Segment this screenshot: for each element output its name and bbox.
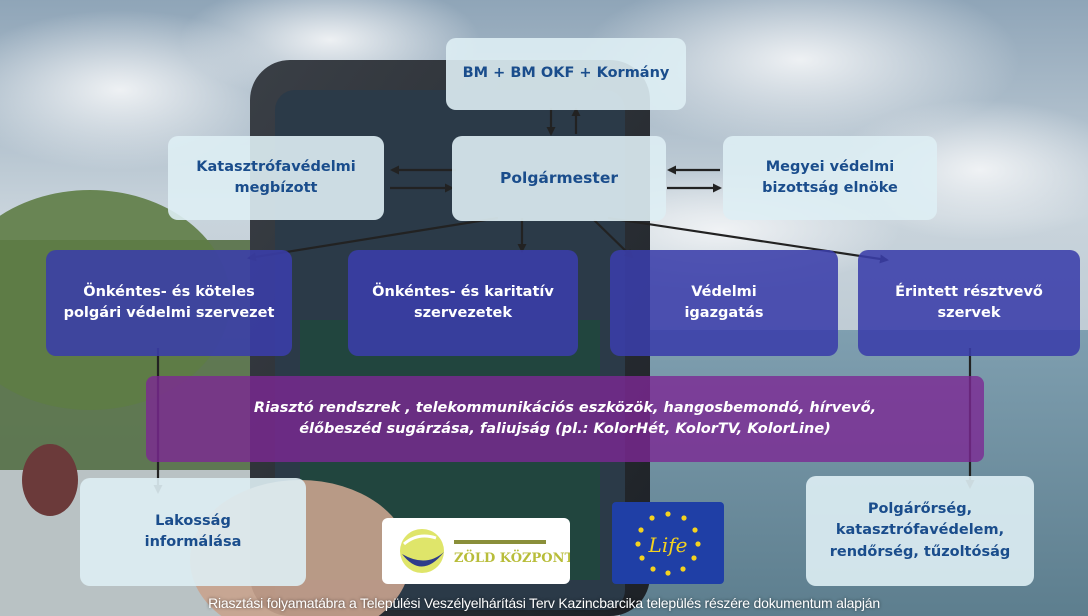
center-box-label: Polgármester xyxy=(500,169,618,188)
top-box-label: BM + BM OKF + Kormány xyxy=(462,65,670,82)
bottom-left-label: Lakosság informálása xyxy=(144,512,242,550)
bottom-box-population-info: Lakosság informálása xyxy=(80,478,306,586)
bottom-right-label: Polgárőrség, katasztrófavédelem, rendőrs… xyxy=(829,501,1011,560)
zold-kozpont-wordmark: ZÖLD KÖZPONT xyxy=(454,549,570,566)
alert-systems-label: Riasztó rendszrek , telekommunikációs es… xyxy=(253,399,877,437)
right-box-label: Megyei védelmi bizottság elnöke xyxy=(762,158,898,196)
arrow-mayor-to-box4 xyxy=(607,216,889,264)
row-box-participating-bodies: Érintett résztvevő szervek xyxy=(858,250,1080,356)
figure-caption: Riasztási folyamatábra a Települési Vesz… xyxy=(208,595,880,611)
center-box-mayor: Polgármester xyxy=(452,136,666,221)
row-box-charity-organizations: Önkéntes- és karitatív szervezetek xyxy=(348,250,578,356)
left-box-label: Katasztrófavédelmi megbízott xyxy=(196,158,356,196)
right-box-county-committee: Megyei védelmi bizottság elnöke xyxy=(723,136,937,220)
zold-kozpont-logo-graphic: ZÖLD KÖZPONT xyxy=(400,529,575,573)
left-box-disaster-commissioner: Katasztrófavédelmi megbízott xyxy=(168,136,384,220)
row-box-label: Önkéntes- és köteles polgári védelmi sze… xyxy=(63,283,275,321)
top-box-ministry: BM + BM OKF + Kormány xyxy=(446,38,686,110)
row-box-label: Érintett résztvevő szervek xyxy=(895,283,1043,321)
arrow-mayor-to-box1 xyxy=(247,216,499,262)
eu-life-logo: Life xyxy=(612,502,724,584)
alert-systems-bar: Riasztó rendszrek , telekommunikációs es… xyxy=(146,376,984,462)
eu-life-logo-graphic: Life xyxy=(635,511,701,576)
row-box-label: Önkéntes- és karitatív szervezetek xyxy=(372,283,554,321)
row-box-civil-protection: Önkéntes- és köteles polgári védelmi sze… xyxy=(46,250,292,356)
row-box-defense-administration: Védelmi igazgatás xyxy=(610,250,838,356)
life-wordmark: Life xyxy=(648,533,688,557)
bottom-box-emergency-services: Polgárőrség, katasztrófavédelem, rendőrs… xyxy=(806,476,1034,586)
zold-kozpont-logo: ZÖLD KÖZPONT xyxy=(382,518,575,584)
row-box-label: Védelmi igazgatás xyxy=(684,283,764,321)
